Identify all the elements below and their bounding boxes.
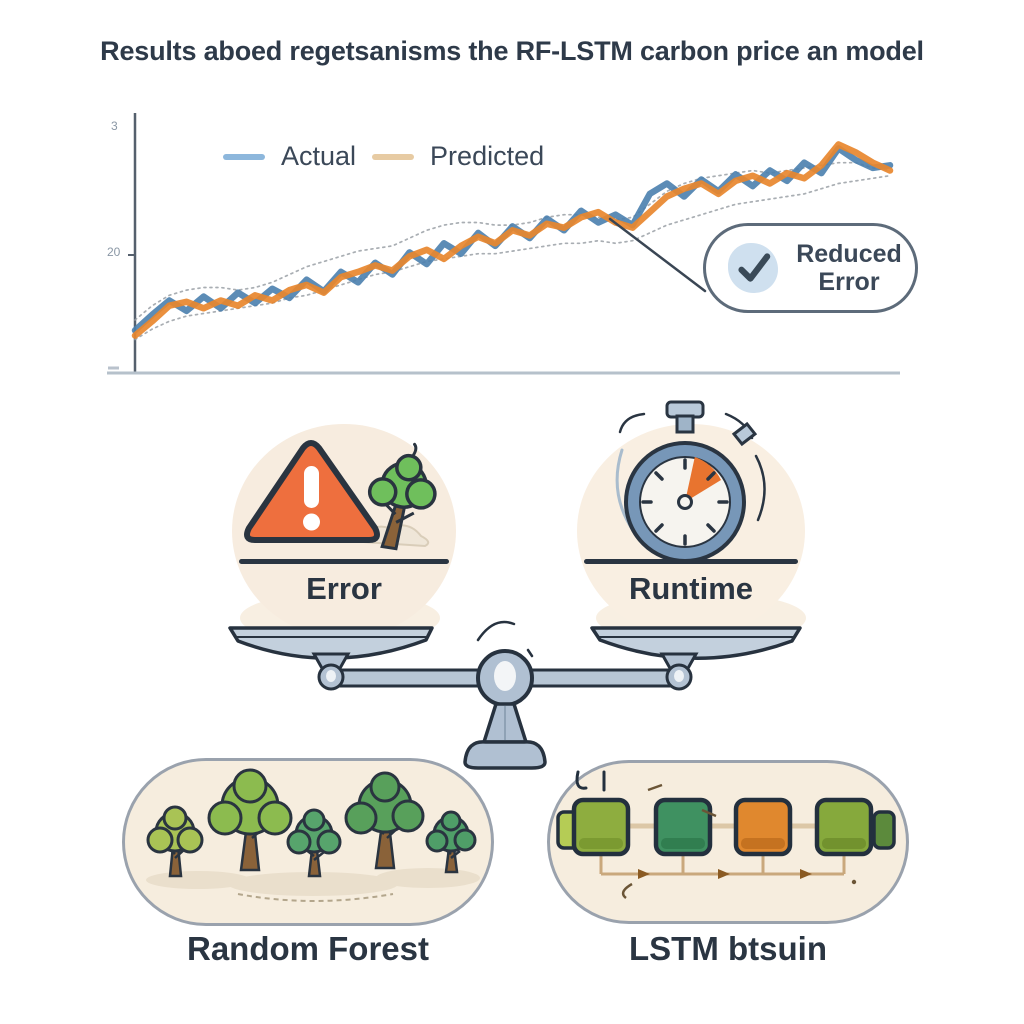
reduced-error-callout: Reduced Error: [703, 223, 918, 313]
tree-icon: [425, 810, 477, 874]
tree-icon: [367, 442, 437, 551]
lstm-block: [653, 797, 713, 857]
predicted-legend-label: Predicted: [430, 141, 545, 171]
runtime-label: Runtime: [629, 571, 753, 606]
y-axis-tick-mid: 20: [107, 245, 121, 259]
price-chart: 3 20 Actual Predicted: [105, 95, 905, 387]
check-badge-icon: [728, 243, 778, 293]
lstm-label: LSTM btsuin: [629, 930, 827, 967]
lstm-block: [814, 797, 874, 857]
tree-icon: [207, 768, 293, 872]
page-title: Results aboed regetsanisms the RF-LSTM c…: [100, 36, 924, 66]
lstm-block: [733, 797, 793, 857]
line-chart-svg: [107, 113, 900, 375]
error-label: Error: [306, 571, 382, 606]
balance-scale: [228, 620, 802, 770]
actual-legend-label: Actual: [281, 141, 357, 171]
tree-icon: [286, 808, 342, 878]
chart-legend: Actual Predicted: [223, 141, 544, 172]
y-axis-tick-top: 3: [111, 119, 118, 133]
scale-left-pan: [228, 626, 434, 691]
forest-trees-icon: [146, 768, 480, 902]
reduced-error-label: Reduced Error: [796, 240, 902, 296]
warning-triangle-and-tree-icon: [244, 440, 437, 551]
tree-icon: [344, 771, 425, 870]
tree-icon: [146, 805, 204, 878]
stopwatch-icon: [615, 400, 766, 563]
predicted-legend-swatch: [372, 153, 415, 160]
warning-triangle-icon: [244, 440, 380, 543]
lstm-cell-chain-icon: [556, 770, 896, 899]
actual-legend-swatch: [223, 153, 265, 160]
error-divider-line: [239, 559, 449, 564]
lstm-block: [571, 797, 631, 857]
scale-right-pan: [590, 626, 802, 691]
random-forest-label: Random Forest: [186, 930, 430, 967]
